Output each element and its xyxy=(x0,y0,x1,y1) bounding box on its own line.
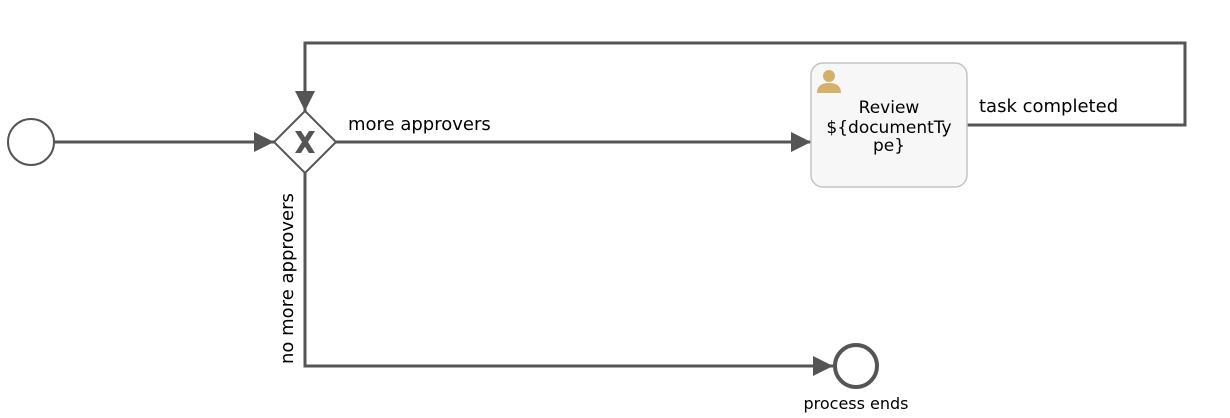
task-label-line-1: Review xyxy=(859,98,920,118)
flow-no-more-approvers[interactable] xyxy=(303,173,833,376)
label-process-ends: process ends xyxy=(803,394,908,413)
label-task-completed: task completed xyxy=(979,96,1118,117)
start-event[interactable] xyxy=(7,118,55,166)
exclusive-gateway-icon xyxy=(295,131,315,153)
end-event[interactable] xyxy=(833,343,879,389)
task-label-line-3: pe} xyxy=(873,136,905,156)
user-task-review[interactable]: Review ${documentTy pe} xyxy=(810,62,968,188)
user-task-icon xyxy=(817,70,841,93)
exclusive-gateway[interactable] xyxy=(272,109,338,175)
flow-task-completed[interactable] xyxy=(295,41,1187,127)
label-more-approvers: more approvers xyxy=(348,114,491,135)
task-label-line-2: ${documentTy xyxy=(826,118,951,138)
label-no-more-approvers: no more approvers xyxy=(277,193,298,364)
